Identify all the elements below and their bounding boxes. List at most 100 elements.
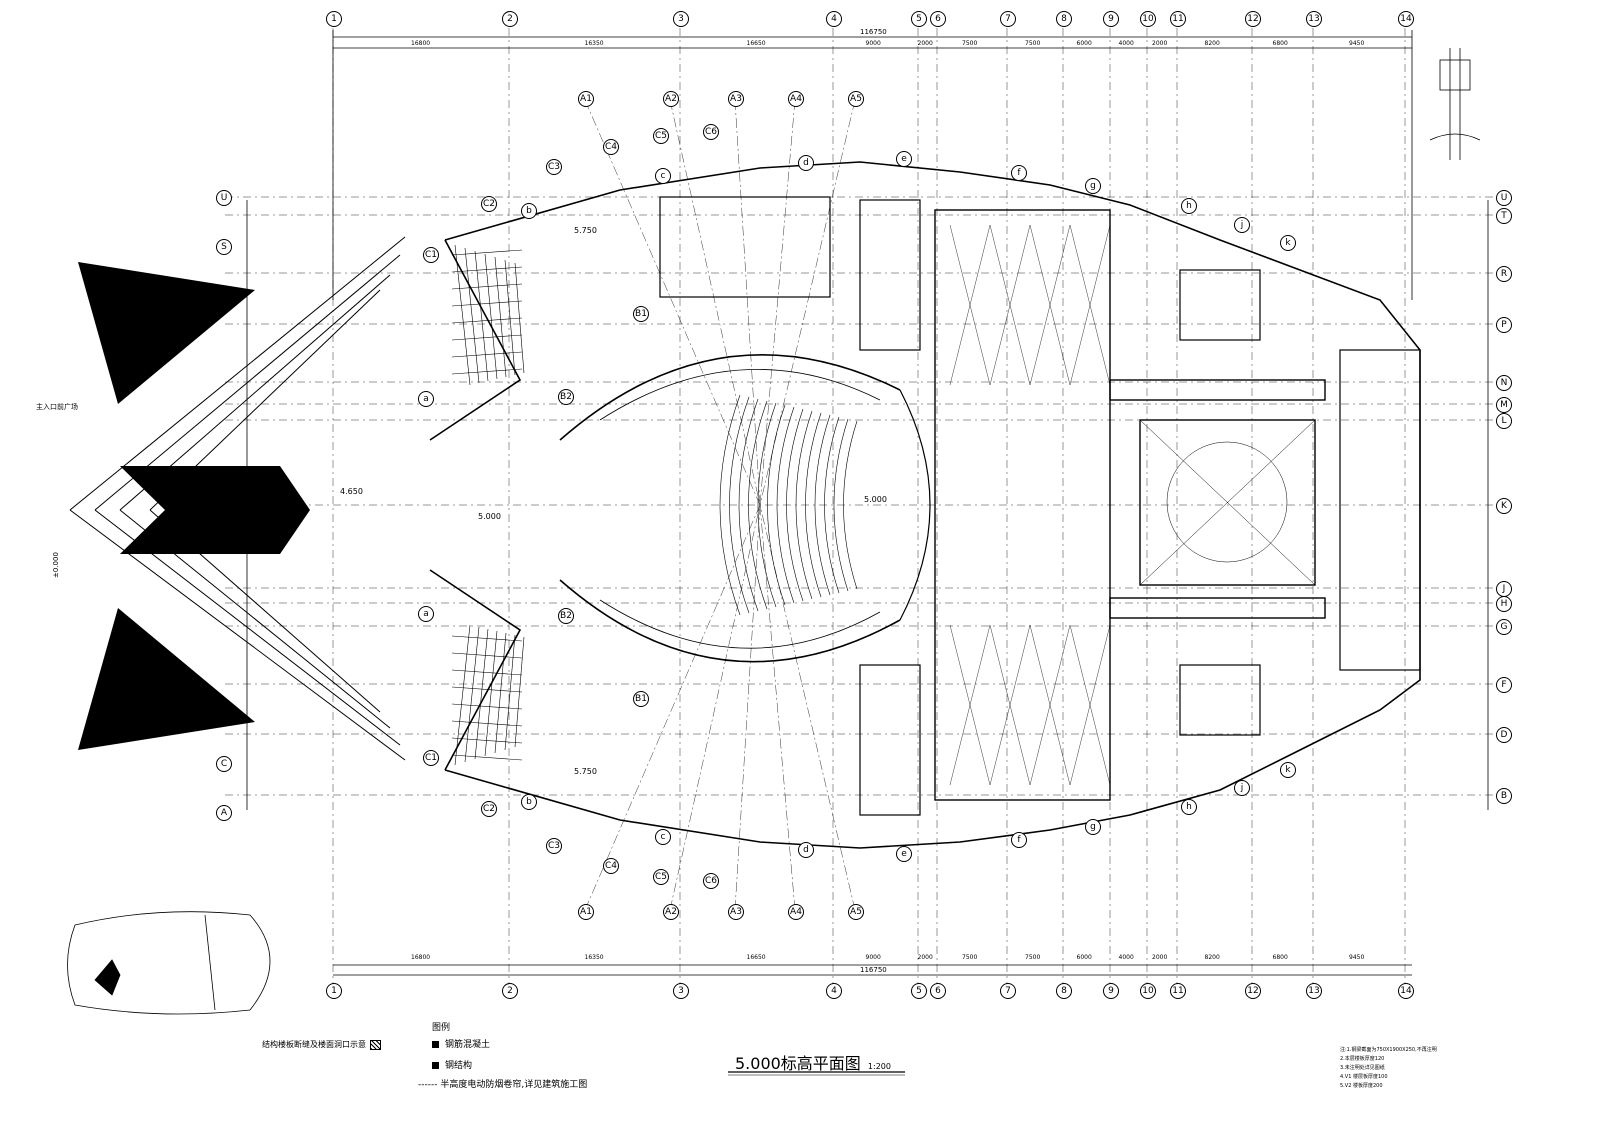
facade-mullion-grid — [451, 244, 525, 766]
grid-bubble-bottom-5: 5 — [911, 983, 927, 999]
radial-axis-bubble-bottom-B2: B2 — [558, 608, 574, 624]
transom-upper — [451, 266, 523, 273]
mullion-lower — [464, 626, 480, 763]
ring-axis-bubble-bottom-a: a — [418, 606, 434, 622]
column-spacing-bottom: 7500 — [1025, 954, 1041, 961]
grid-bubble-bottom-3: 3 — [673, 983, 689, 999]
drawing-title: 5.000标高平面图 1:200 — [735, 1050, 891, 1074]
grid-bubble-top-6: 6 — [930, 11, 946, 27]
grid-bubble-right-T: T — [1496, 208, 1512, 224]
transom-upper — [451, 334, 523, 341]
grid-bubble-right-D: D — [1496, 727, 1512, 743]
grid-bubble-right-B: B — [1496, 788, 1512, 804]
mullion-lower — [474, 628, 489, 760]
drawing-title-text: 5.000标高平面图 — [735, 1054, 861, 1073]
ring-axis-bubble-top-c: c — [655, 168, 671, 184]
grid-bubble-left-A: A — [216, 805, 232, 821]
column-spacing-top: 4000 — [1118, 40, 1134, 47]
radial-axis-bubble-top-C3: C3 — [546, 159, 562, 175]
grid-bubble-bottom-14: 14 — [1398, 983, 1414, 999]
grid-bubble-left-U: U — [216, 190, 232, 206]
radial-axis-bubble-top-C5: C5 — [653, 128, 669, 144]
grid-bubble-top-8: 8 — [1056, 11, 1072, 27]
mullion-lower — [504, 634, 516, 751]
bracing — [989, 224, 1031, 386]
grid-bubble-bottom-9: 9 — [1103, 983, 1119, 999]
seat-row — [824, 416, 840, 594]
seat-row — [748, 400, 768, 610]
grid-bubble-bottom-10: 10 — [1140, 983, 1156, 999]
radial-axis-bubble-bottom-C6: C6 — [703, 873, 719, 889]
column-spacing-top: 16650 — [746, 40, 766, 47]
transom-upper — [451, 351, 523, 358]
ring-axis-bubble-top-j: j — [1234, 217, 1250, 233]
ring-axis-bubble-bottom-e: e — [896, 846, 912, 862]
ring-axis-bubble-bottom-c: c — [655, 829, 671, 845]
note-line-1: 注:1.钢梁截面为750X1900X250,不再注明 — [1340, 1047, 1437, 1053]
arc-axis-bubble-top-A4: A4 — [788, 91, 804, 107]
arc-axis-bubble-top-A1: A1 — [578, 91, 594, 107]
seat-row — [719, 394, 741, 616]
radial-axis-bubble-top-C6: C6 — [703, 124, 719, 140]
grid-bubble-top-1: 1 — [326, 11, 342, 27]
radial-axis-bubble-top-B2: B2 — [558, 389, 574, 405]
grid-bubble-top-2: 2 — [502, 11, 518, 27]
column-spacing-top: 6800 — [1272, 40, 1288, 47]
grid-bubble-right-U: U — [1496, 190, 1512, 206]
radial-axis-bubble-top-B1: B1 — [633, 306, 649, 322]
column-spacing-bottom: 16800 — [411, 954, 431, 961]
mullion-upper — [464, 247, 480, 384]
grid-bubble-right-P: P — [1496, 317, 1512, 333]
legend-item-steel-label: 钢结构 — [445, 1061, 473, 1071]
radial-axis-bubble-bottom-C3: C3 — [546, 838, 562, 854]
seat-row — [795, 410, 813, 600]
radial-axis-bubble-bottom-C1: C1 — [423, 750, 439, 766]
column-spacing-bottom: 9000 — [865, 954, 881, 961]
arc-axis-bubble-bottom-A3: A3 — [728, 904, 744, 920]
column-spacing-top: 8200 — [1204, 40, 1220, 47]
grid-bubble-right-R: R — [1496, 266, 1512, 282]
column-spacing-top: 16800 — [411, 40, 431, 47]
canopy-solid-elements — [78, 262, 310, 750]
ring-axis-bubble-bottom-d: d — [798, 842, 814, 858]
radial-axis-bubble-bottom-C4: C4 — [603, 858, 619, 874]
ring-axis-bubble-bottom-f: f — [1011, 832, 1027, 848]
grid-bubble-top-14: 14 — [1398, 11, 1414, 27]
grid-lines — [225, 28, 1495, 985]
transom-upper — [451, 317, 523, 324]
grid-bubble-right-J: J — [1496, 581, 1512, 597]
grid-bubble-top-13: 13 — [1306, 11, 1322, 27]
bracing — [1029, 224, 1071, 386]
steel-swatch — [432, 1062, 439, 1069]
mullion-upper — [504, 259, 516, 376]
bracing — [949, 624, 991, 786]
ring-axis-bubble-bottom-j: j — [1234, 780, 1250, 796]
grid-bubble-top-5: 5 — [911, 11, 927, 27]
seat-row — [833, 418, 849, 592]
arc-axis-bubble-bottom-A4: A4 — [788, 904, 804, 920]
radial-axis-bubble-bottom-C2: C2 — [481, 801, 497, 817]
grid-bubble-bottom-1: 1 — [326, 983, 342, 999]
column-spacing-bottom: 6800 — [1272, 954, 1288, 961]
general-notes: 注:1.钢梁截面为750X1900X250,不再注明 2.本层楼板厚度120 3… — [1340, 1046, 1437, 1091]
column-spacing-bottom: 8200 — [1204, 954, 1220, 961]
left-plaza-note: 主入口前广场 — [36, 403, 78, 411]
grid-bubble-top-9: 9 — [1103, 11, 1119, 27]
arc-axis-bubble-bottom-A5: A5 — [848, 904, 864, 920]
seat-row — [776, 406, 795, 604]
transom-upper — [451, 249, 523, 256]
ring-axis-bubble-bottom-h: h — [1181, 799, 1197, 815]
column-spacing-top: 6000 — [1076, 40, 1092, 47]
grid-bubble-top-12: 12 — [1245, 11, 1261, 27]
overall-dimension-bottom: 116750 — [860, 966, 887, 974]
concrete-swatch — [432, 1041, 439, 1048]
note-line-4: 4.V1 楼层板厚度100 — [1340, 1074, 1388, 1080]
ring-axis-bubble-top-f: f — [1011, 165, 1027, 181]
grid-bubble-bottom-6: 6 — [930, 983, 946, 999]
mullion-upper — [474, 250, 489, 382]
bracing — [989, 624, 1031, 786]
mullion-lower — [494, 632, 507, 754]
grid-bubble-bottom-8: 8 — [1056, 983, 1072, 999]
bracing — [1029, 624, 1071, 786]
